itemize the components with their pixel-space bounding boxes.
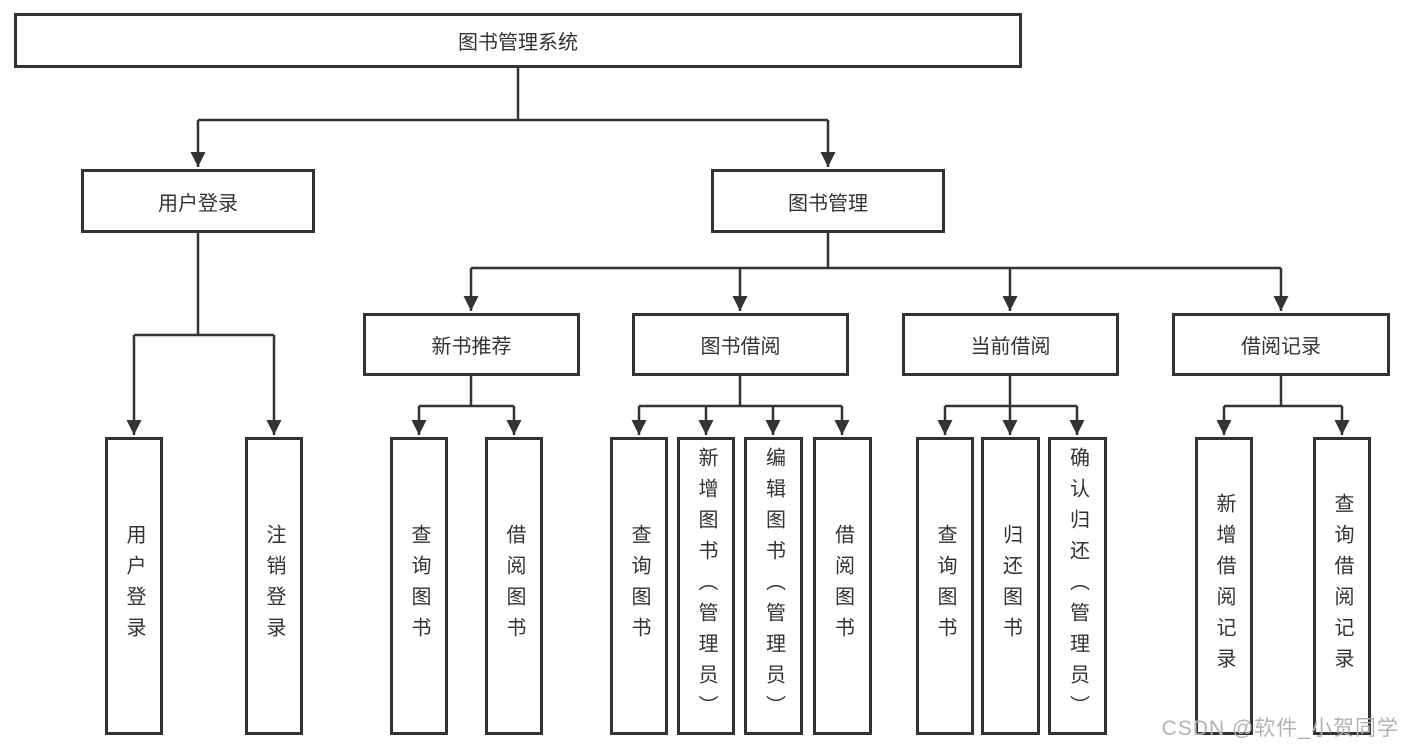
node-borrow-books: 借阅图书 <box>813 437 872 735</box>
node-query-books-borrow: 查询图书 <box>610 437 668 735</box>
node-new-book-recommend: 新书推荐 <box>363 313 580 376</box>
node-label: 借阅图书 <box>503 524 525 648</box>
node-book-management: 图书管理 <box>711 169 945 233</box>
node-add-books-admin: 新增图书（管理员） <box>677 437 735 735</box>
node-label: 借阅记录 <box>1241 336 1321 358</box>
node-label: 新增借阅记录 <box>1213 493 1235 679</box>
node-confirm-return-admin: 确认归还（管理员） <box>1048 437 1107 735</box>
node-current-borrow: 当前借阅 <box>902 313 1119 376</box>
node-add-borrow-record: 新增借阅记录 <box>1195 437 1253 735</box>
node-label: 用户登录 <box>123 524 145 648</box>
node-book-borrow: 图书借阅 <box>632 313 849 376</box>
node-label: 图书借阅 <box>700 336 781 358</box>
node-label: 查询图书 <box>934 524 956 648</box>
node-query-borrow-record: 查询借阅记录 <box>1313 437 1371 735</box>
node-label: 确认归还（管理员） <box>1066 446 1089 726</box>
node-label: 当前借阅 <box>970 336 1051 358</box>
node-label: 新书推荐 <box>431 336 512 358</box>
node-borrow-books-recommend: 借阅图书 <box>485 437 543 735</box>
node-label: 新增图书（管理员） <box>695 446 717 726</box>
node-logout: 注销登录 <box>245 437 303 735</box>
node-label: 查询图书 <box>628 524 650 648</box>
node-edit-books-admin: 编辑图书（管理员） <box>744 437 803 735</box>
node-borrow-records: 借阅记录 <box>1172 313 1390 376</box>
node-label: 图书管理系统 <box>458 32 578 54</box>
node-label: 借阅图书 <box>831 524 854 648</box>
node-label: 用户登录 <box>158 192 238 215</box>
node-label: 图书管理 <box>788 192 868 215</box>
node-label: 注销登录 <box>263 524 285 648</box>
watermark: CSDN @软件_小贺同学 <box>1161 717 1399 740</box>
node-return-books: 归还图书 <box>981 437 1040 735</box>
node-user-login-leaf: 用户登录 <box>105 437 163 735</box>
node-query-books-current: 查询图书 <box>916 437 974 735</box>
node-label: 编辑图书（管理员） <box>762 446 785 726</box>
node-library-management-system: 图书管理系统 <box>14 13 1022 68</box>
node-query-books-recommend: 查询图书 <box>390 437 448 735</box>
node-label: 查询借阅记录 <box>1331 493 1353 679</box>
node-user-login: 用户登录 <box>81 169 315 233</box>
node-label: 查询图书 <box>408 524 430 648</box>
node-label: 归还图书 <box>999 524 1022 648</box>
